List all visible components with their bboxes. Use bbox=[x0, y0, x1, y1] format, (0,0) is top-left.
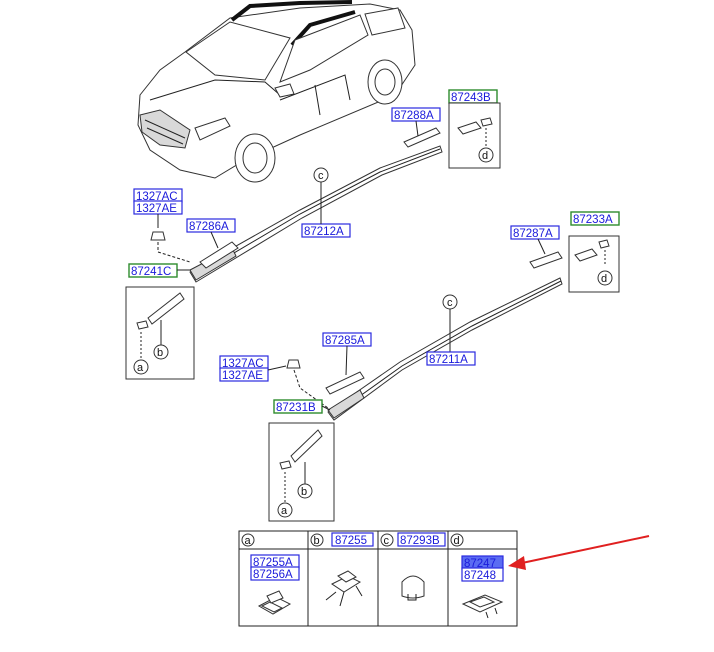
clip-b-icon bbox=[325, 570, 363, 607]
callout-d-top: d bbox=[482, 150, 488, 162]
label-87231b: 87231B bbox=[276, 402, 316, 414]
callout-c-top: c bbox=[318, 170, 324, 182]
label-1327ae-top: 1327AE bbox=[136, 203, 177, 215]
cell-d-part-2: 87248 bbox=[464, 570, 496, 582]
part-87286a-group: 87286A bbox=[186, 218, 239, 269]
label-87211a: 87211A bbox=[429, 354, 468, 366]
part-1327ac-top-group: 1327AC 1327AE bbox=[133, 188, 191, 263]
part-87241c-group: 87241C a b bbox=[125, 263, 195, 380]
label-87241c: 87241C bbox=[131, 266, 171, 278]
label-1327ac-mid: 1327AC bbox=[222, 358, 264, 370]
cell-a-part-2: 87256A bbox=[253, 569, 293, 581]
label-87288a: 87288A bbox=[394, 110, 434, 122]
label-87287a: 87287A bbox=[513, 228, 553, 240]
part-87211a-rail: c 87211A bbox=[327, 277, 563, 421]
part-87231b-group: 87231B a b bbox=[268, 399, 335, 522]
callout-b-mid: b bbox=[301, 486, 307, 498]
callout-c-right: c bbox=[447, 297, 453, 309]
callout-b-left: b bbox=[157, 347, 163, 359]
red-arrow-pointer bbox=[508, 535, 650, 570]
part-87288a-group: 87288A bbox=[391, 107, 441, 148]
vehicle-illustration bbox=[137, 0, 416, 183]
label-87233a: 87233A bbox=[573, 214, 613, 226]
table-header-b-part: 87255 bbox=[335, 535, 367, 547]
label-87212a: 87212A bbox=[304, 226, 344, 238]
label-1327ac-top: 1327AC bbox=[136, 191, 178, 203]
legend-table: a b 87255 c 87293B d 87255A 87256A bbox=[238, 530, 518, 627]
part-87287a-group: 87287A bbox=[510, 225, 563, 269]
cell-d-part-1: 87247 bbox=[464, 558, 496, 570]
cap-c-icon bbox=[401, 575, 425, 601]
clip-a-icon bbox=[257, 590, 292, 615]
part-1327ac-mid-group: 1327AC 1327AE bbox=[219, 355, 329, 409]
cell-a-part-1: 87255A bbox=[253, 557, 293, 569]
label-87243b: 87243B bbox=[451, 92, 491, 104]
label-87286a: 87286A bbox=[189, 221, 229, 233]
clip-d-icon bbox=[461, 594, 504, 619]
label-1327ae-mid: 1327AE bbox=[222, 370, 263, 382]
part-87285a-group: 87285A bbox=[322, 332, 372, 395]
callout-d-right: d bbox=[601, 273, 607, 285]
table-header-c: c bbox=[384, 535, 390, 547]
table-header-c-part: 87293B bbox=[400, 535, 440, 547]
table-header-b: b bbox=[314, 535, 320, 547]
table-header-d: d bbox=[454, 535, 460, 547]
callout-a-left: a bbox=[137, 362, 144, 374]
table-header-a: a bbox=[245, 535, 252, 547]
label-87285a: 87285A bbox=[325, 335, 365, 347]
part-87233a-group: 87233A d bbox=[568, 211, 620, 293]
part-87243b-group: 87243B d bbox=[448, 89, 501, 169]
callout-a-mid: a bbox=[281, 505, 288, 517]
